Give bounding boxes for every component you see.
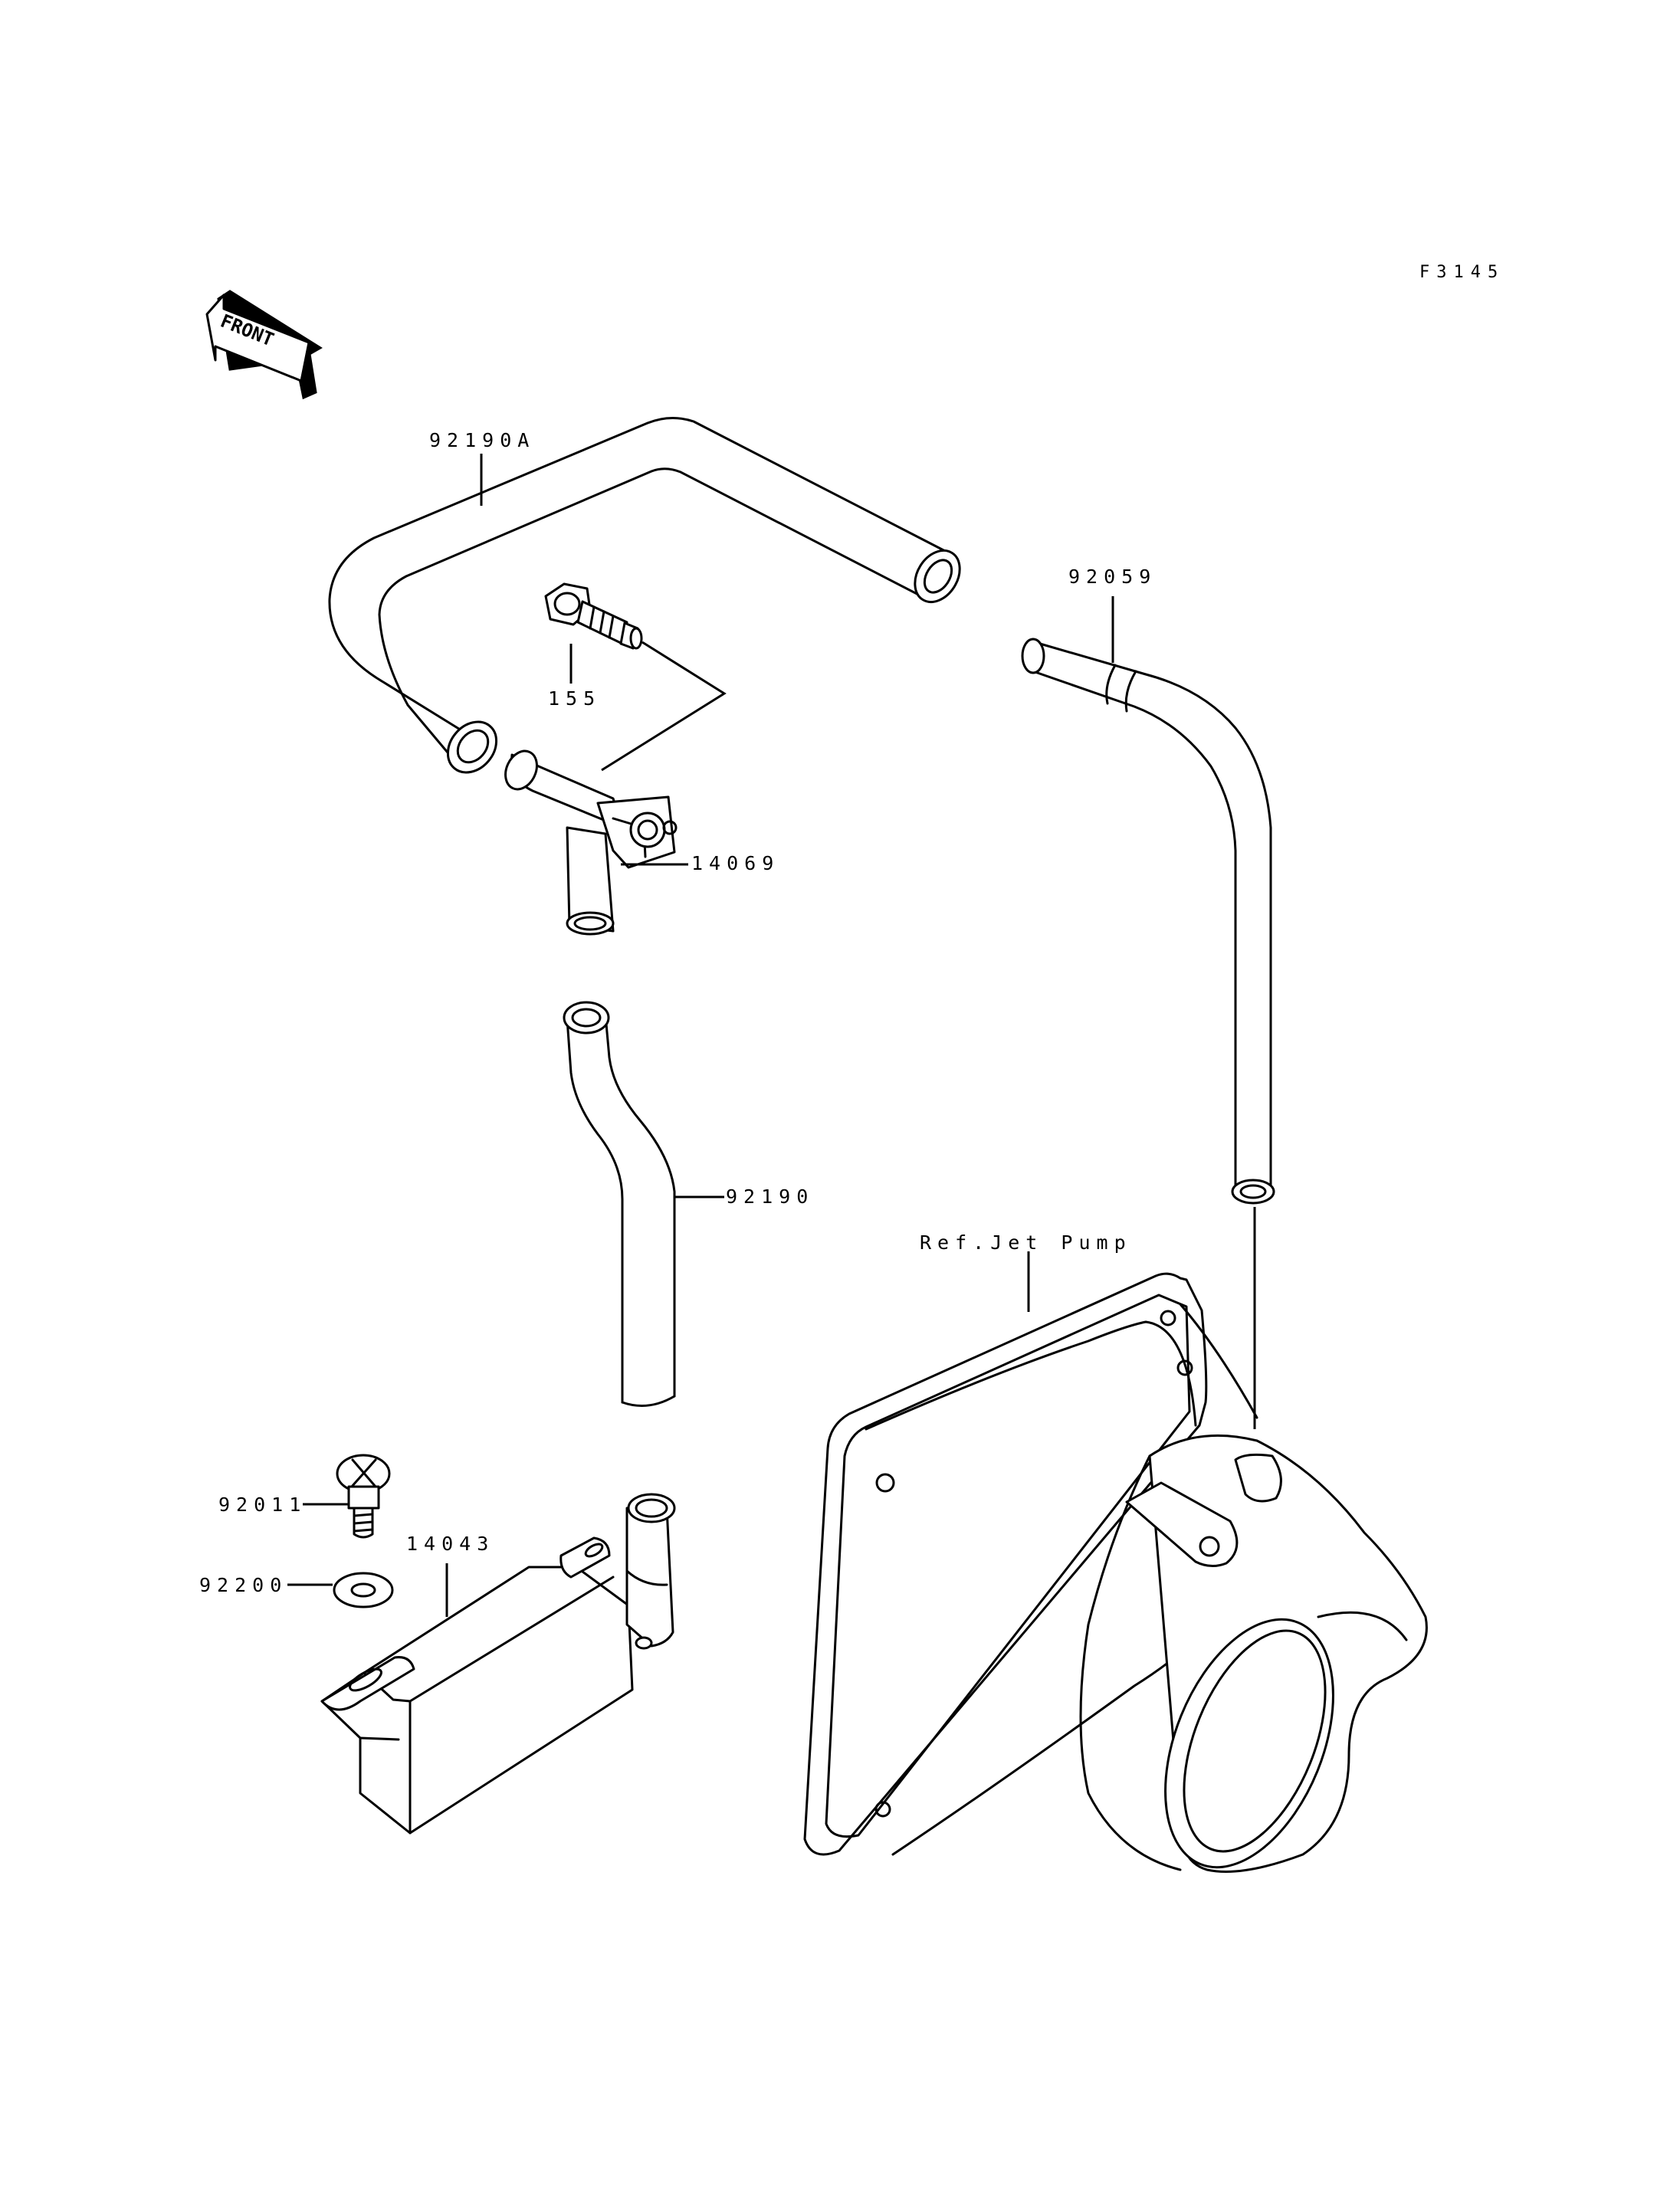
- label-92190: 92190: [726, 1185, 814, 1208]
- jet-pump-housing: [803, 1272, 1428, 1873]
- hose-92190: [563, 1001, 676, 1407]
- front-arrow-icon: FRONT: [205, 290, 323, 400]
- fitting-14069: [504, 749, 678, 936]
- figure-code: F3145: [1419, 263, 1504, 282]
- hose-92059: [1021, 638, 1275, 1205]
- washer-92200: [333, 1572, 394, 1608]
- label-ref-jet-pump: Ref.Jet Pump: [920, 1231, 1132, 1254]
- label-92190A: 92190A: [429, 429, 535, 451]
- filter-14043: [320, 1493, 676, 1835]
- label-14043: 14043: [406, 1533, 494, 1555]
- label-14069: 14069: [691, 852, 779, 874]
- screw-92011: [336, 1454, 391, 1539]
- hose-92190A: [328, 417, 961, 774]
- label-92011: 92011: [218, 1494, 307, 1516]
- label-155: 155: [548, 687, 601, 710]
- bolt-155: [544, 582, 643, 650]
- label-92200: 92200: [199, 1574, 287, 1596]
- label-92059: 92059: [1068, 566, 1157, 588]
